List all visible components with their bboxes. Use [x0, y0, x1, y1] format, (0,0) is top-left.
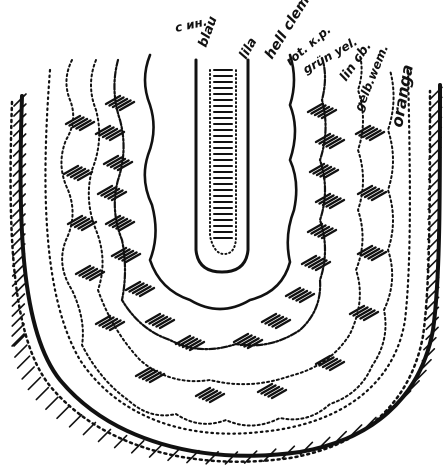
center-column-stripes [214, 70, 232, 238]
border-hatch-stroke [70, 415, 82, 427]
border-hatch-stroke [28, 377, 40, 389]
border-hatch-stroke [18, 356, 30, 368]
border-hatch-stroke [36, 388, 48, 400]
border-hatch-stroke [12, 334, 24, 346]
border-hatch-strokes [12, 87, 442, 464]
border-hatch-stroke [15, 345, 27, 357]
wavy-band-outer [61, 60, 393, 426]
border-hatch-stroke [12, 324, 24, 336]
label-lila: lila [236, 35, 260, 62]
border-hatch-stroke [22, 367, 34, 379]
border-hatch-stroke [57, 406, 69, 418]
border-hatch-stroke [46, 397, 58, 409]
border-hatch-stroke [83, 423, 95, 435]
border-hatch-stroke [14, 334, 26, 346]
